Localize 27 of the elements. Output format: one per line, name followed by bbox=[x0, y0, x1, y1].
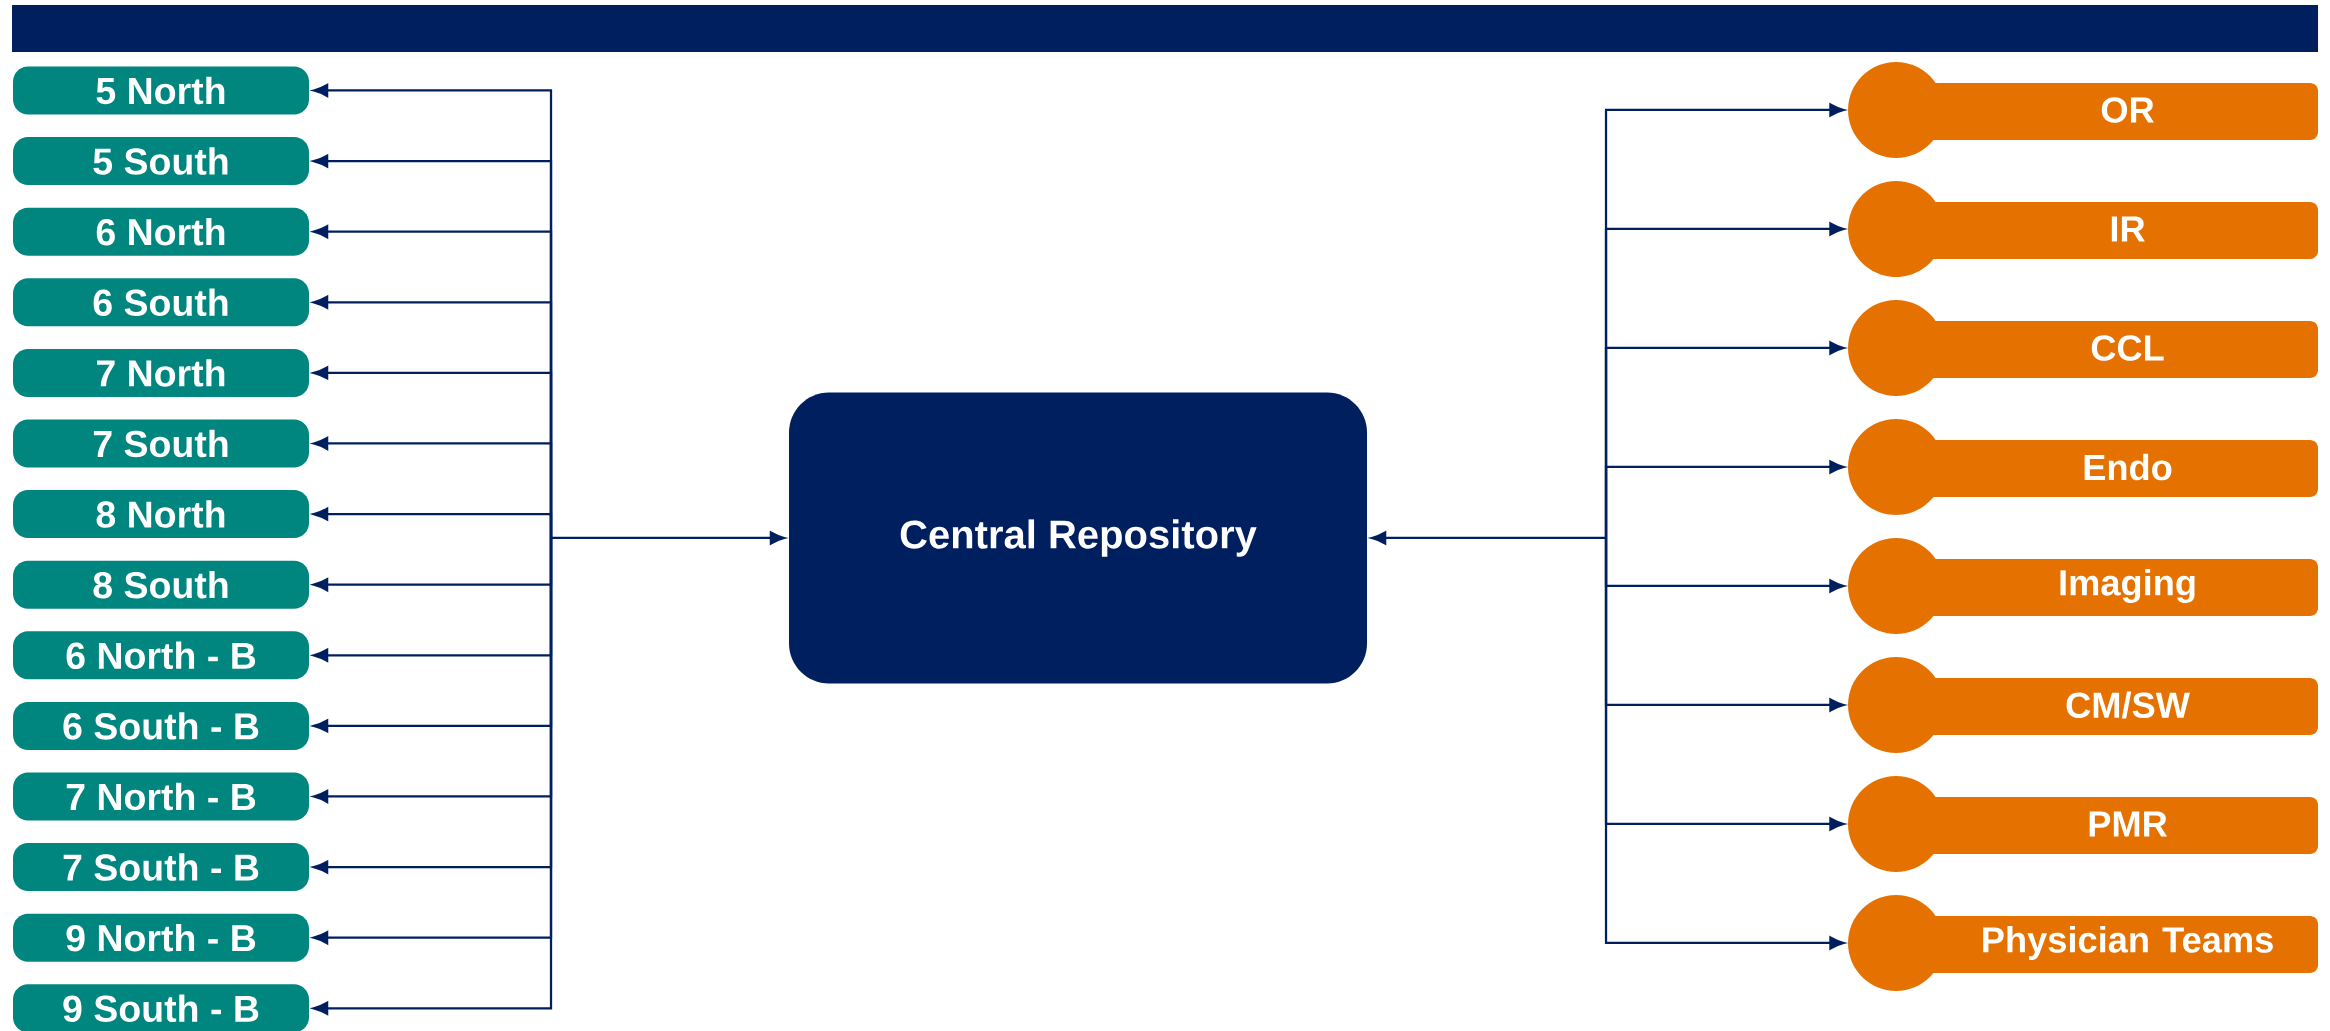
unit-box: 7 South bbox=[13, 419, 309, 468]
arrow-trunk bbox=[551, 531, 786, 545]
department-tab: Imaging bbox=[1848, 538, 2319, 634]
department-tab: Physician Teams bbox=[1848, 895, 2319, 991]
unit-box: 9 North - B bbox=[13, 913, 309, 962]
unit-box: 8 North bbox=[13, 490, 309, 539]
department-tab: CCL bbox=[1848, 300, 2319, 396]
repository-box: Central Repository bbox=[789, 392, 1368, 684]
unit-box: 5 South bbox=[13, 137, 309, 186]
department-tab: OR bbox=[1848, 62, 2319, 158]
department-tab: IR bbox=[1848, 181, 2319, 277]
unit-box: 5 North bbox=[13, 66, 309, 115]
unit-box: 7 North - B bbox=[13, 772, 309, 821]
unit-box: 7 South - B bbox=[13, 843, 309, 892]
unit-box: 6 South bbox=[13, 278, 309, 327]
unit-box: 6 South - B bbox=[13, 701, 309, 750]
unit-box: 6 North - B bbox=[13, 631, 309, 680]
arrow-trunk bbox=[1370, 531, 1607, 545]
department-tab: PMR bbox=[1848, 776, 2319, 872]
unit-box: 7 North bbox=[13, 348, 309, 397]
connector-arrow bbox=[1604, 538, 1845, 950]
connector-arrow bbox=[1604, 460, 1845, 538]
unit-box: 8 South bbox=[13, 560, 309, 609]
unit-box: 6 North bbox=[13, 207, 309, 256]
department-tab: CM/SW bbox=[1848, 657, 2319, 753]
department-tab: Endo bbox=[1848, 419, 2319, 515]
unit-box: 9 South - B bbox=[13, 984, 309, 1031]
